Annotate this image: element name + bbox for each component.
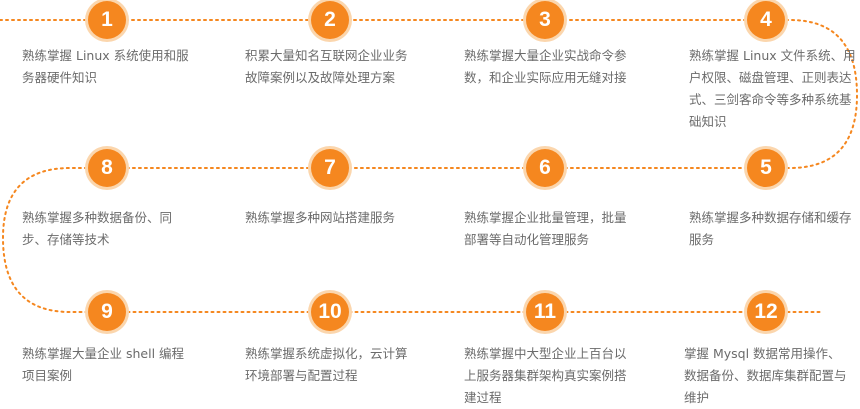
step-description: 熟练掌握 Linux 文件系统、用户权限、磁盘管理、正则表达式、三剑客命令等多种… xyxy=(689,48,856,129)
step-description: 积累大量知名互联网企业业务故障案例以及故障处理方案 xyxy=(245,48,408,85)
step-description: 熟练掌握大量企业 shell 编程项目案例 xyxy=(22,346,185,383)
step-number-badge: 8 xyxy=(88,149,126,187)
step-number-badge: 5 xyxy=(747,149,785,187)
step-description: 掌握 Mysql 数据常用操作、数据备份、数据库集群配置与维护 xyxy=(684,346,847,405)
step-description: 熟练掌握多种网站搭建服务 xyxy=(245,210,396,225)
step-description: 熟练掌握系统虚拟化，云计算环境部署与配置过程 xyxy=(245,346,408,383)
step-number-badge: 4 xyxy=(747,1,785,39)
step-number-badge: 7 xyxy=(311,149,349,187)
step-description: 熟练掌握多种数据存储和缓存服务 xyxy=(689,210,852,247)
step-description: 熟练掌握多种数据备份、同步、存储等技术 xyxy=(22,210,173,247)
step-description: 熟练掌握企业批量管理，批量部署等自动化管理服务 xyxy=(464,210,627,247)
step-number-badge: 1 xyxy=(88,1,126,39)
step-description: 熟练掌握大量企业实战命令参数，和企业实际应用无缝对接 xyxy=(464,48,627,85)
step-number-badge: 11 xyxy=(526,293,564,331)
step-number-badge: 12 xyxy=(747,293,785,331)
step-description: 熟练掌握中大型企业上百台以上服务器集群架构真实案例搭建过程 xyxy=(464,346,627,405)
step-number-badge: 9 xyxy=(88,293,126,331)
step-number-badge: 10 xyxy=(311,293,349,331)
step-number-badge: 2 xyxy=(311,1,349,39)
step-number-badge: 6 xyxy=(526,149,564,187)
step-number-badge: 3 xyxy=(526,1,564,39)
step-description: 熟练掌握 Linux 系统使用和服务器硬件知识 xyxy=(22,48,189,85)
